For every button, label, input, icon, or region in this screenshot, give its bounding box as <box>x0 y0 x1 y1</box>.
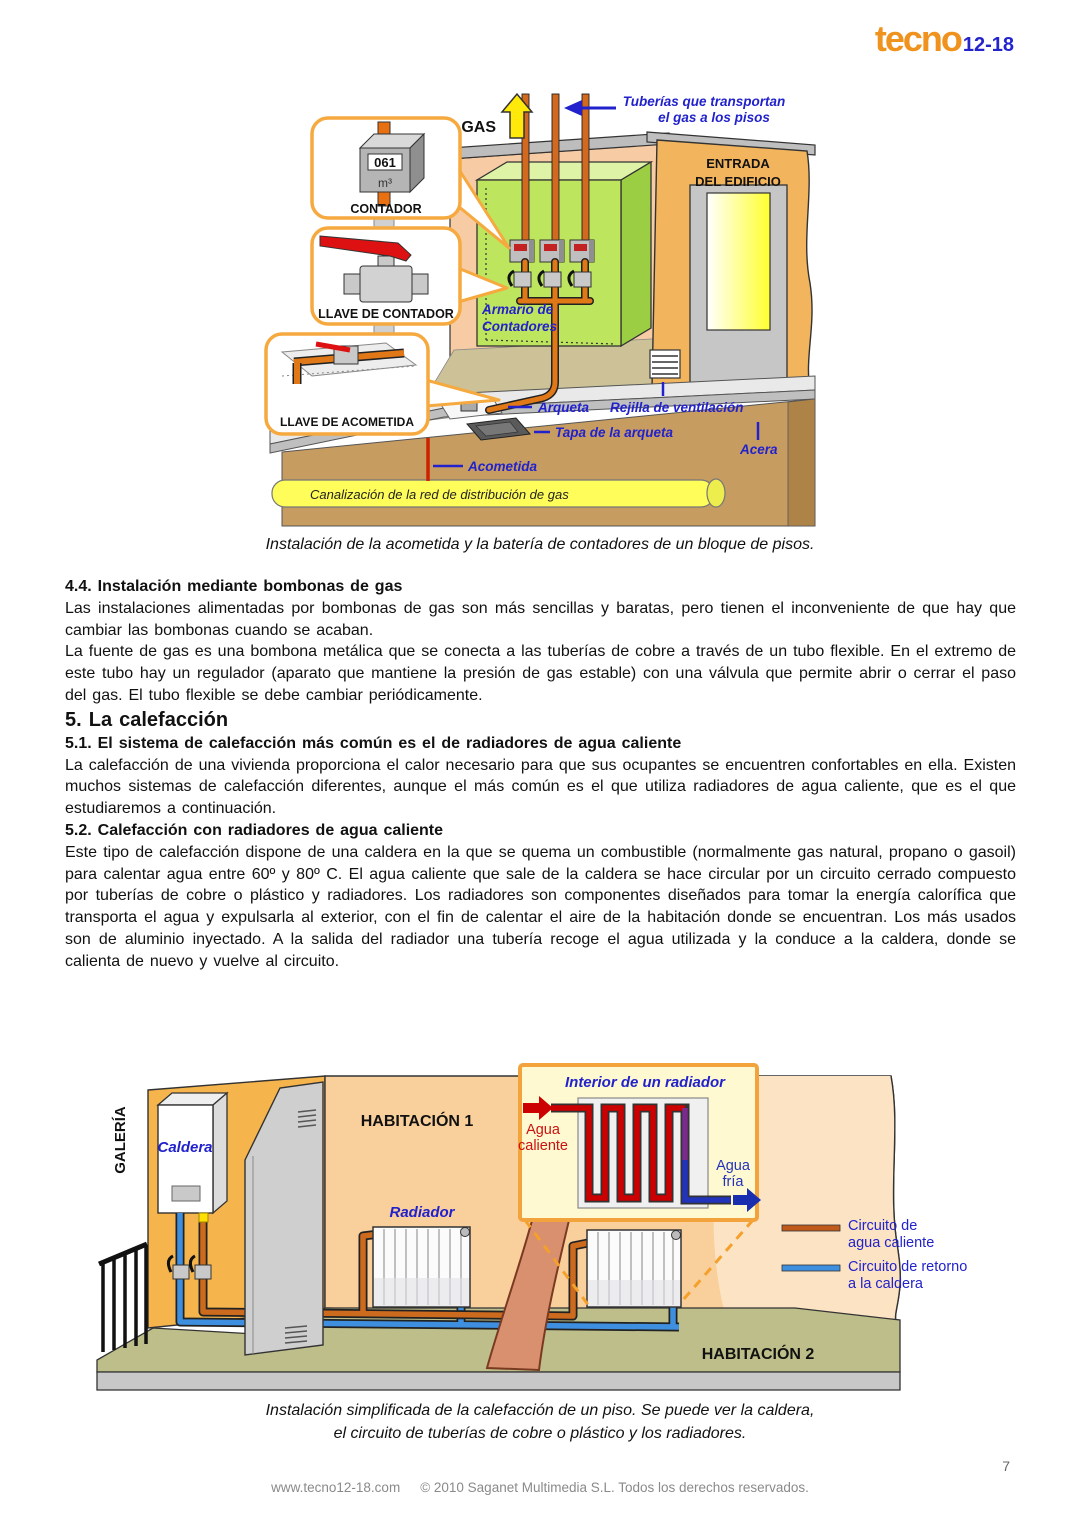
partition-wall <box>244 1081 324 1356</box>
entrada-label-2: DEL EDIFICIO <box>695 174 781 189</box>
heating-caption-line1: Instalación simplificada de la calefacci… <box>265 1402 815 1419</box>
heating-diagram-caption: Instalación simplificada de la calefacci… <box>0 1400 1080 1445</box>
canalizacion-label: Canalización de la red de distribución d… <box>310 487 569 502</box>
section-4-4-heading: 4.4. Instalación mediante bombonas de ga… <box>65 578 403 595</box>
acera-label: Acera <box>739 442 778 457</box>
section-5-1-paragraph: La calefacción de una vivienda proporcio… <box>65 756 1016 818</box>
radiator-2 <box>586 1229 682 1308</box>
page-number: 7 <box>1002 1458 1010 1474</box>
section-4-4-paragraph-1: Las instalaciones alimentadas por bombon… <box>65 599 1016 639</box>
footer-copyright: © 2010 Saganet Multimedia S.L. Todos los… <box>420 1480 809 1495</box>
section-5-2-heading: 5.2. Calefacción con radiadores de agua … <box>65 821 444 839</box>
page-footer: www.tecno12-18.com © 2010 Saganet Multime… <box>0 1480 1080 1495</box>
radiador-label: Radiador <box>389 1204 455 1221</box>
gas-flow-arrow: GAS <box>461 92 534 139</box>
radiator-valve <box>671 1230 681 1240</box>
meter-unit: m³ <box>378 176 392 190</box>
meter-value: 061 <box>374 155 396 170</box>
logo-brand: tecno <box>874 18 963 59</box>
galeria-label: GALERÍA <box>112 1106 129 1174</box>
building-entrance: ENTRADA DEL EDIFICIO <box>646 131 816 397</box>
hot-water-arrow-icon <box>523 1096 553 1120</box>
rejilla-label: Rejilla de ventilación <box>610 400 744 415</box>
radiator-valve <box>460 1227 470 1237</box>
section-5-heading: 5. La calefacción <box>65 708 229 731</box>
llave-contador-label: LLAVE DE CONTADOR <box>318 307 454 321</box>
tuberias-label-1: Tuberías que transportan <box>623 94 786 109</box>
valve-handle <box>315 341 351 353</box>
armario-label-2: Contadores <box>482 319 558 334</box>
tuberias-annotation: Tuberías que transportan el gas a los pi… <box>564 94 785 125</box>
magnify-dashes <box>523 1219 755 1307</box>
gas-meters <box>509 239 595 263</box>
contador-label: CONTADOR <box>350 202 421 216</box>
armario-label-1: Armario de <box>481 302 554 317</box>
radiator-interior-inset: Interior de un radiador Agua caliente Ag… <box>518 1063 761 1222</box>
gas-installation-diagram: ENTRADA DEL EDIFICIO Canalización de la … <box>264 92 816 527</box>
section-5-1-heading: 5.1. El sistema de calefacción más común… <box>65 734 682 752</box>
callout-llave-contador: LLAVE DE CONTADOR <box>310 226 462 326</box>
logo-suffix: 12-18 <box>962 34 1014 56</box>
tapa-label: Tapa de la arqueta <box>555 425 674 440</box>
legend1-2: agua caliente <box>848 1235 934 1251</box>
legend1-1: Circuito de <box>848 1218 917 1234</box>
agua-caliente-2: caliente <box>518 1138 568 1154</box>
tuberias-label-2: el gas a los pisos <box>658 110 770 125</box>
meter-cabinet <box>474 160 654 348</box>
section-4-4-paragraph-2: La fuente de gas es una bombona metálica… <box>65 643 1016 704</box>
boiler-display <box>171 1185 201 1202</box>
llave-acometida-label: LLAVE DE ACOMETIDA <box>280 415 414 429</box>
agua-fria-2: fría <box>723 1174 745 1190</box>
legend2-2: a la caldera <box>848 1276 924 1292</box>
pipe-joint <box>198 1212 209 1223</box>
body-text: 4.4. Instalación mediante bombonas de ga… <box>65 576 1016 973</box>
valve <box>194 1264 212 1280</box>
entrada-label-1: ENTRADA <box>706 156 770 171</box>
valve-handle <box>319 235 412 262</box>
manifold-pipes <box>485 258 594 414</box>
arqueta-cover <box>466 417 531 441</box>
scene-labels: Armario de Contadores Arqueta Rejilla de… <box>433 302 778 474</box>
callout-contador: 061 m³ CONTADOR <box>310 116 462 220</box>
habitacion2-label: HABITACIÓN 2 <box>702 1344 815 1363</box>
cold-water-arrow-icon <box>733 1188 761 1212</box>
radiator-1 <box>372 1226 471 1308</box>
gas-diagram-caption: Instalación de la acometida y la batería… <box>265 536 815 553</box>
section-5-2-paragraph: Este tipo de calefacción dispone de una … <box>65 843 1016 970</box>
left-arrow-icon <box>564 100 582 116</box>
legend-hot-line <box>781 1224 841 1232</box>
caldera-label: Caldera <box>157 1139 212 1156</box>
heating-installation-diagram: Interior de un radiador Agua caliente Ag… <box>96 1063 967 1391</box>
agua-caliente-1: Agua <box>526 1122 561 1138</box>
tecno-logo: tecno 12-18 <box>875 18 1014 60</box>
agua-fria-1: Agua <box>716 1158 751 1174</box>
ventilation-grille <box>649 349 681 379</box>
arqueta-label: Arqueta <box>537 400 589 415</box>
heating-caption-line2: el circuito de tuberías de cobre o plást… <box>333 1424 747 1442</box>
legend: Circuito de agua caliente Circuito de re… <box>781 1218 967 1292</box>
boiler <box>156 1091 229 1215</box>
footer-site: www.tecno12-18.com <box>271 1480 401 1495</box>
habitacion1-label: HABITACIÓN 1 <box>361 1111 474 1130</box>
meter-valves <box>507 269 592 288</box>
valve <box>172 1264 190 1280</box>
inset-title: Interior de un radiador <box>565 1074 726 1091</box>
gas-label: GAS <box>461 119 496 136</box>
gas-main-pipe: Canalización de la red de distribución d… <box>271 478 726 508</box>
callout-llave-acometida: LLAVE DE ACOMETIDA <box>264 332 430 436</box>
legend-return-line <box>781 1264 841 1272</box>
door <box>706 192 771 331</box>
balcony-railing <box>98 1241 148 1352</box>
acometida-label: Acometida <box>467 459 538 474</box>
legend2-1: Circuito de retorno <box>848 1259 967 1275</box>
